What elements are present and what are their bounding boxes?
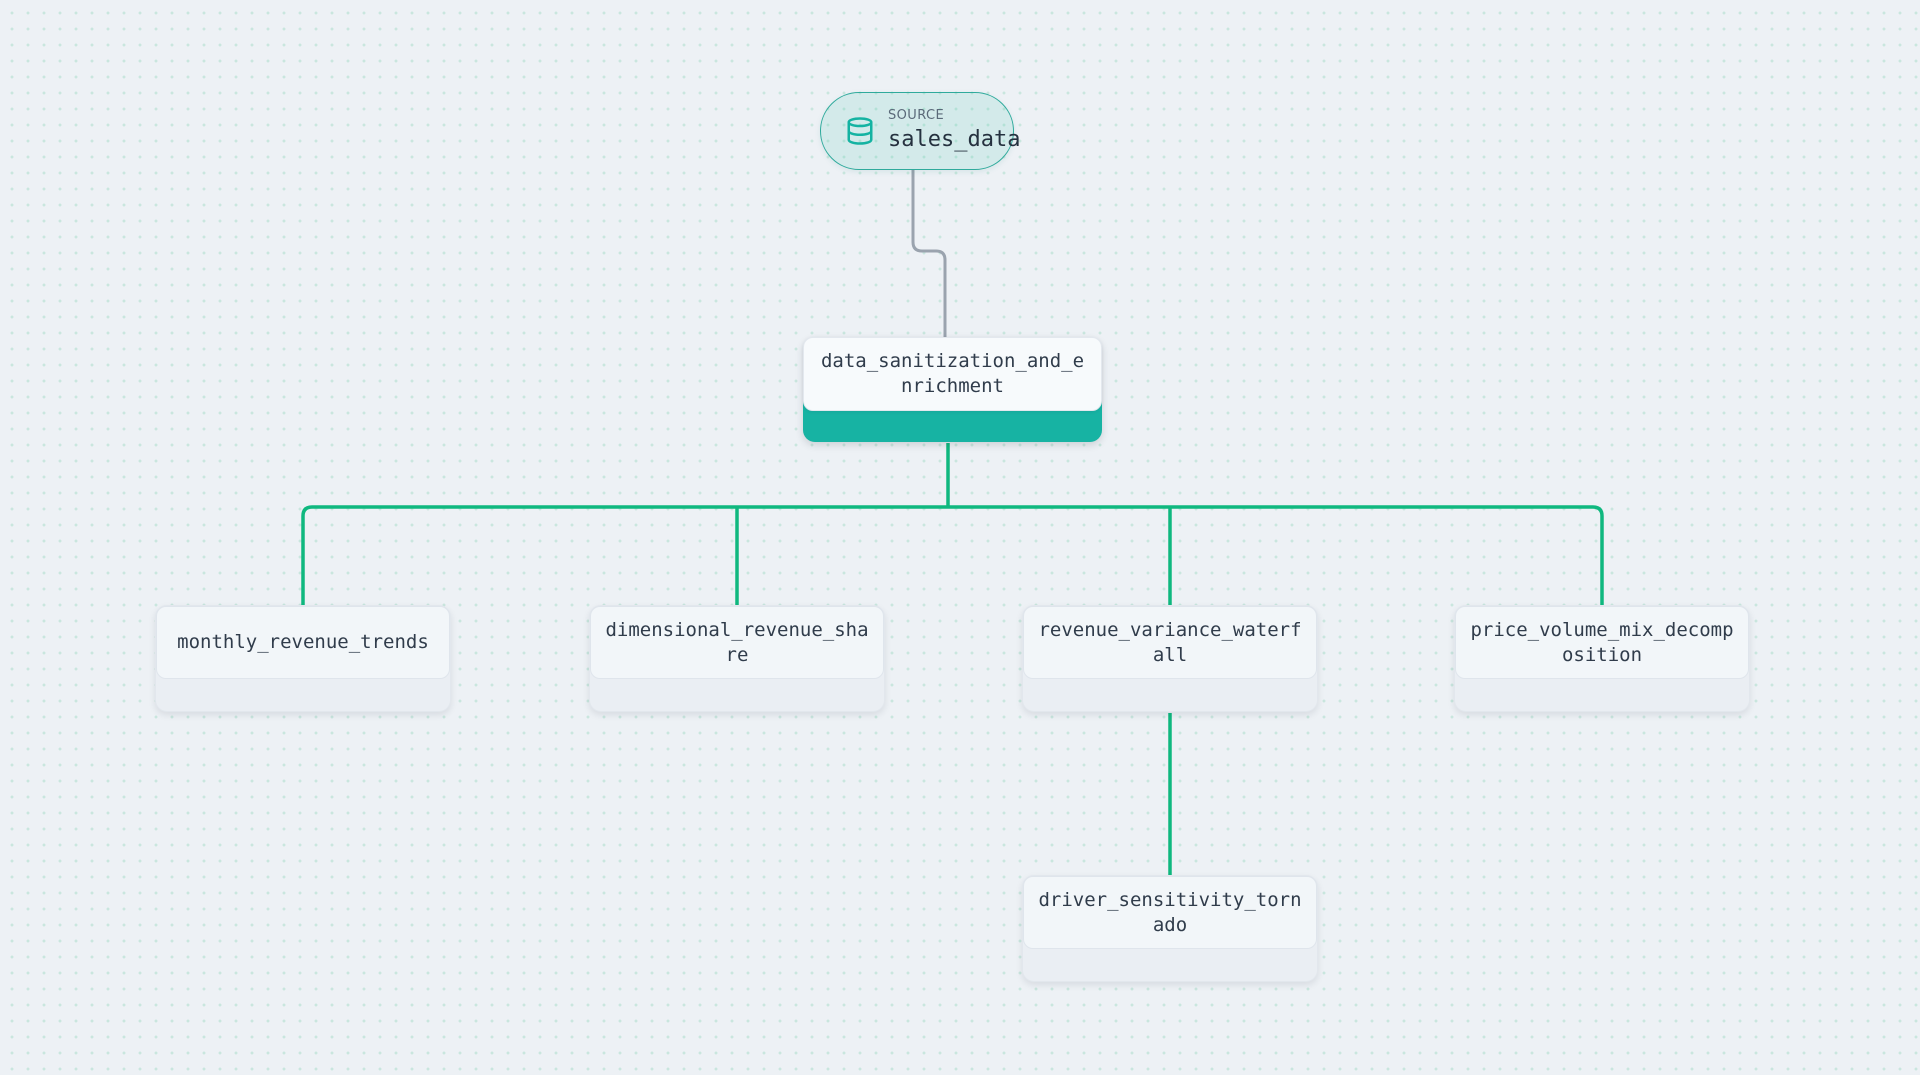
chart-node-body <box>1455 678 1749 711</box>
node-price-volume-mix-decomposition[interactable]: price_volume_mix_decomposition <box>1454 605 1750 712</box>
edge-source-to-transform <box>911 170 947 337</box>
chart-node-body <box>1023 678 1317 711</box>
chart-node-title: monthly_revenue_trends <box>156 606 450 679</box>
chart-node-body <box>1023 948 1317 981</box>
edge-branch-rail <box>301 505 1604 606</box>
source-text-block: SOURCE sales_data <box>888 108 1021 153</box>
node-data-sanitization-and-enrichment[interactable]: data_sanitization_and_enrichment <box>803 337 1102 442</box>
source-kind-label: SOURCE <box>888 108 945 124</box>
chart-node-title: dimensional_revenue_share <box>590 606 884 679</box>
node-driver-sensitivity-tornado[interactable]: driver_sensitivity_tornado <box>1022 875 1318 982</box>
node-monthly-revenue-trends[interactable]: monthly_revenue_trends <box>155 605 451 712</box>
node-revenue-variance-waterfall[interactable]: revenue_variance_waterfall <box>1022 605 1318 712</box>
chart-node-title: price_volume_mix_decomposition <box>1455 606 1749 679</box>
transform-node-title: data_sanitization_and_enrichment <box>803 337 1102 411</box>
chart-node-title: revenue_variance_waterfall <box>1023 606 1317 679</box>
database-icon <box>847 117 873 145</box>
node-dimensional-revenue-share[interactable]: dimensional_revenue_share <box>589 605 885 712</box>
node-source-sales-data[interactable]: SOURCE sales_data <box>820 92 1020 170</box>
chart-node-body <box>590 678 884 711</box>
chart-node-body <box>156 678 450 711</box>
source-name: sales_data <box>888 127 1021 153</box>
chart-node-title: driver_sensitivity_tornado <box>1023 876 1317 949</box>
